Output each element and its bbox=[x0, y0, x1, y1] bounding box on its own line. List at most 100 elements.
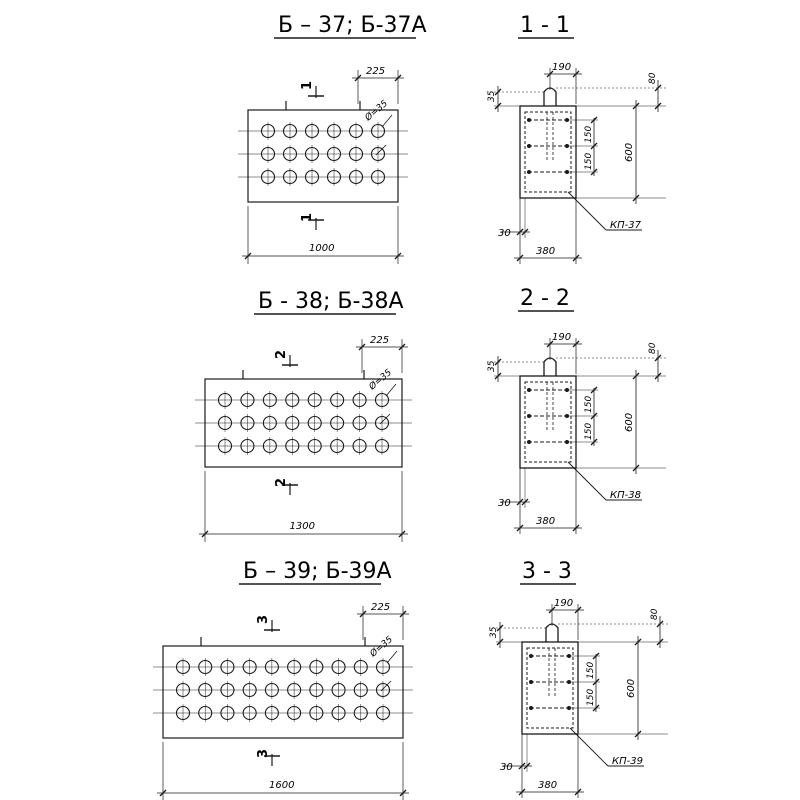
dimension-tick bbox=[574, 606, 582, 614]
height-label: 600 bbox=[626, 679, 637, 698]
dimension-tick bbox=[632, 194, 640, 202]
section-outline bbox=[519, 375, 577, 469]
callout-label: КП-38 bbox=[610, 490, 641, 501]
dimension-tick bbox=[654, 354, 662, 362]
top-width-label: 190 bbox=[552, 332, 571, 343]
dimension-tick bbox=[518, 788, 526, 796]
dimension-tick bbox=[201, 530, 209, 538]
dimension-tick bbox=[632, 464, 640, 472]
rebar-dot bbox=[527, 414, 531, 418]
spacing-a-label: 150 bbox=[584, 126, 594, 143]
dimension-tick bbox=[523, 762, 531, 770]
hole-diameter-label: Ø=35 bbox=[367, 634, 395, 660]
spacing-a-label: 150 bbox=[586, 662, 596, 679]
dimension-tick bbox=[399, 610, 407, 618]
callout-leader bbox=[567, 191, 607, 231]
dimension-tick bbox=[632, 372, 640, 380]
dimension-tick bbox=[394, 74, 402, 82]
rebar-dot bbox=[527, 144, 531, 148]
block-outline bbox=[247, 109, 399, 203]
plan-title: Б - 38; Б-38А bbox=[258, 289, 404, 314]
lifting-loop bbox=[543, 357, 557, 376]
rebar-dot bbox=[529, 680, 533, 684]
reinforcement-cage bbox=[524, 381, 572, 463]
dimension-tick bbox=[574, 788, 582, 796]
top-width-label: 190 bbox=[554, 598, 573, 609]
dimension-tick bbox=[572, 340, 580, 348]
top-offset-label: 80 bbox=[648, 342, 658, 354]
dimension-tick bbox=[354, 74, 362, 82]
left-offset-label: 35 bbox=[487, 360, 497, 372]
reinforcement-cage bbox=[524, 111, 572, 193]
rebar-dot bbox=[527, 170, 531, 174]
callout-label: КП-37 bbox=[610, 220, 642, 231]
plan-title: Б – 37; Б-37А bbox=[278, 13, 427, 38]
dimension-tick bbox=[521, 498, 529, 506]
section-mark-bottom-label: 1 bbox=[300, 213, 315, 222]
dimension-tick bbox=[572, 254, 580, 262]
hole-diameter-label: Ø=35 bbox=[362, 98, 390, 124]
width-label: 380 bbox=[536, 246, 555, 257]
section-mark-top-label: 2 bbox=[274, 350, 289, 359]
dimension-tick bbox=[494, 372, 502, 380]
dimension-tick bbox=[399, 789, 407, 797]
top-width-label: 190 bbox=[552, 62, 571, 73]
cover-label: 30 bbox=[500, 762, 513, 773]
dimension-tick bbox=[546, 70, 554, 78]
dimension-tick bbox=[656, 638, 664, 646]
dimension-tick bbox=[654, 84, 662, 92]
left-offset-label: 35 bbox=[489, 626, 499, 638]
dimension-tick bbox=[521, 228, 529, 236]
dimension-tick bbox=[494, 102, 502, 110]
dimension-tick bbox=[159, 789, 167, 797]
left-offset-label: 35 bbox=[487, 90, 497, 102]
top-offset-label: 80 bbox=[648, 72, 658, 84]
dimension-tick bbox=[398, 530, 406, 538]
edge-dimension-label: 225 bbox=[366, 66, 385, 77]
section-title: 1 - 1 bbox=[520, 13, 570, 38]
dimension-tick bbox=[572, 70, 580, 78]
lifting-loop bbox=[543, 87, 557, 106]
dimension-tick bbox=[398, 343, 406, 351]
dimension-tick bbox=[656, 620, 664, 628]
spacing-b-label: 150 bbox=[586, 689, 596, 706]
dimension-tick bbox=[516, 228, 524, 236]
hole-leader bbox=[381, 114, 393, 128]
dimension-tick bbox=[358, 343, 366, 351]
dimension-tick bbox=[496, 624, 504, 632]
height-label: 600 bbox=[624, 143, 635, 162]
dimension-tick bbox=[518, 762, 526, 770]
width-label: 380 bbox=[536, 516, 555, 527]
spacing-a-label: 150 bbox=[584, 396, 594, 413]
section-mark-top-label: 3 bbox=[256, 615, 271, 624]
block-outline bbox=[162, 645, 404, 739]
reinforcement-cage bbox=[526, 647, 574, 729]
rebar-dot bbox=[527, 440, 531, 444]
dimension-tick bbox=[654, 372, 662, 380]
hole-diameter-label: Ø=35 bbox=[366, 367, 394, 393]
callout-label: КП-39 bbox=[612, 756, 643, 767]
dimension-tick bbox=[244, 252, 252, 260]
length-dimension-label: 1000 bbox=[309, 243, 334, 254]
dimension-tick bbox=[634, 730, 642, 738]
dimension-tick bbox=[654, 102, 662, 110]
dimension-tick bbox=[634, 638, 642, 646]
length-dimension-label: 1300 bbox=[290, 521, 315, 532]
height-label: 600 bbox=[624, 413, 635, 432]
dimension-tick bbox=[394, 252, 402, 260]
edge-dimension-label: 225 bbox=[371, 602, 390, 613]
dimension-tick bbox=[359, 610, 367, 618]
cover-label: 30 bbox=[498, 498, 511, 509]
callout-leader bbox=[569, 727, 609, 767]
section-title: 2 - 2 bbox=[520, 286, 570, 311]
section-mark-top-label: 1 bbox=[300, 81, 315, 90]
dimension-tick bbox=[516, 524, 524, 532]
hole-leader bbox=[385, 383, 397, 397]
